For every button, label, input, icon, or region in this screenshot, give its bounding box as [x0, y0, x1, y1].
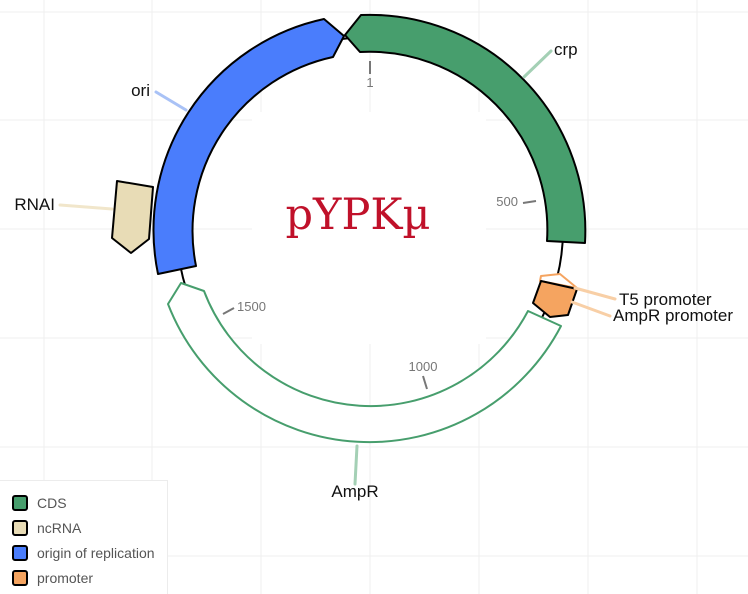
tick-marks — [222, 61, 537, 390]
legend: CDS ncRNA origin of replication promoter — [0, 480, 168, 594]
legend-label-cds: CDS — [37, 495, 67, 511]
tick-500 — [522, 200, 537, 204]
legend-swatch-ncrna — [12, 520, 28, 536]
rnai-feature[interactable] — [111, 180, 154, 254]
legend-label-promoter: promoter — [37, 570, 94, 586]
crp-feature[interactable] — [344, 13, 587, 244]
tick-label-500: 500 — [496, 194, 518, 209]
ampr-promoter-label[interactable]: AmpR promoter — [613, 306, 733, 325]
tick-label-1000: 1000 — [409, 359, 438, 374]
tick-label-1: 1 — [366, 75, 373, 90]
legend-label-ncrna: ncRNA — [37, 520, 82, 536]
legend-swatch-promoter — [12, 570, 28, 586]
ampr-promoter-connector — [570, 300, 612, 318]
ampr-label[interactable]: AmpR — [331, 482, 378, 501]
tick-label-1500: 1500 — [237, 299, 266, 314]
legend-label-origin: origin of replication — [37, 545, 155, 561]
legend-swatch-cds — [12, 495, 28, 511]
tick-1500 — [222, 307, 235, 315]
ampr-feature[interactable] — [167, 282, 562, 444]
rnai-connector — [58, 203, 114, 211]
crp-connector — [522, 49, 553, 79]
label-connectors — [58, 49, 617, 486]
tick-1000 — [422, 375, 428, 390]
ampr-promoter-feature[interactable] — [532, 280, 578, 318]
center-area — [252, 112, 486, 344]
legend-item-promoter: promoter — [12, 568, 93, 588]
t5-promoter-label[interactable]: T5 promoter — [619, 290, 712, 309]
ori-label[interactable]: ori — [131, 81, 150, 100]
ampr-connector — [353, 444, 359, 486]
plasmid-title: pYPKµ — [286, 190, 431, 240]
rnai-label[interactable]: RNAI — [14, 195, 55, 214]
crp-label[interactable]: crp — [554, 40, 578, 59]
legend-item-origin: origin of replication — [12, 543, 155, 563]
ori-connector — [154, 90, 188, 112]
legend-item-ncrna: ncRNA — [12, 518, 81, 538]
ori-feature[interactable] — [152, 18, 345, 275]
legend-item-cds: CDS — [12, 493, 67, 513]
t5-promoter-connector — [573, 286, 617, 301]
legend-swatch-origin — [12, 545, 28, 561]
